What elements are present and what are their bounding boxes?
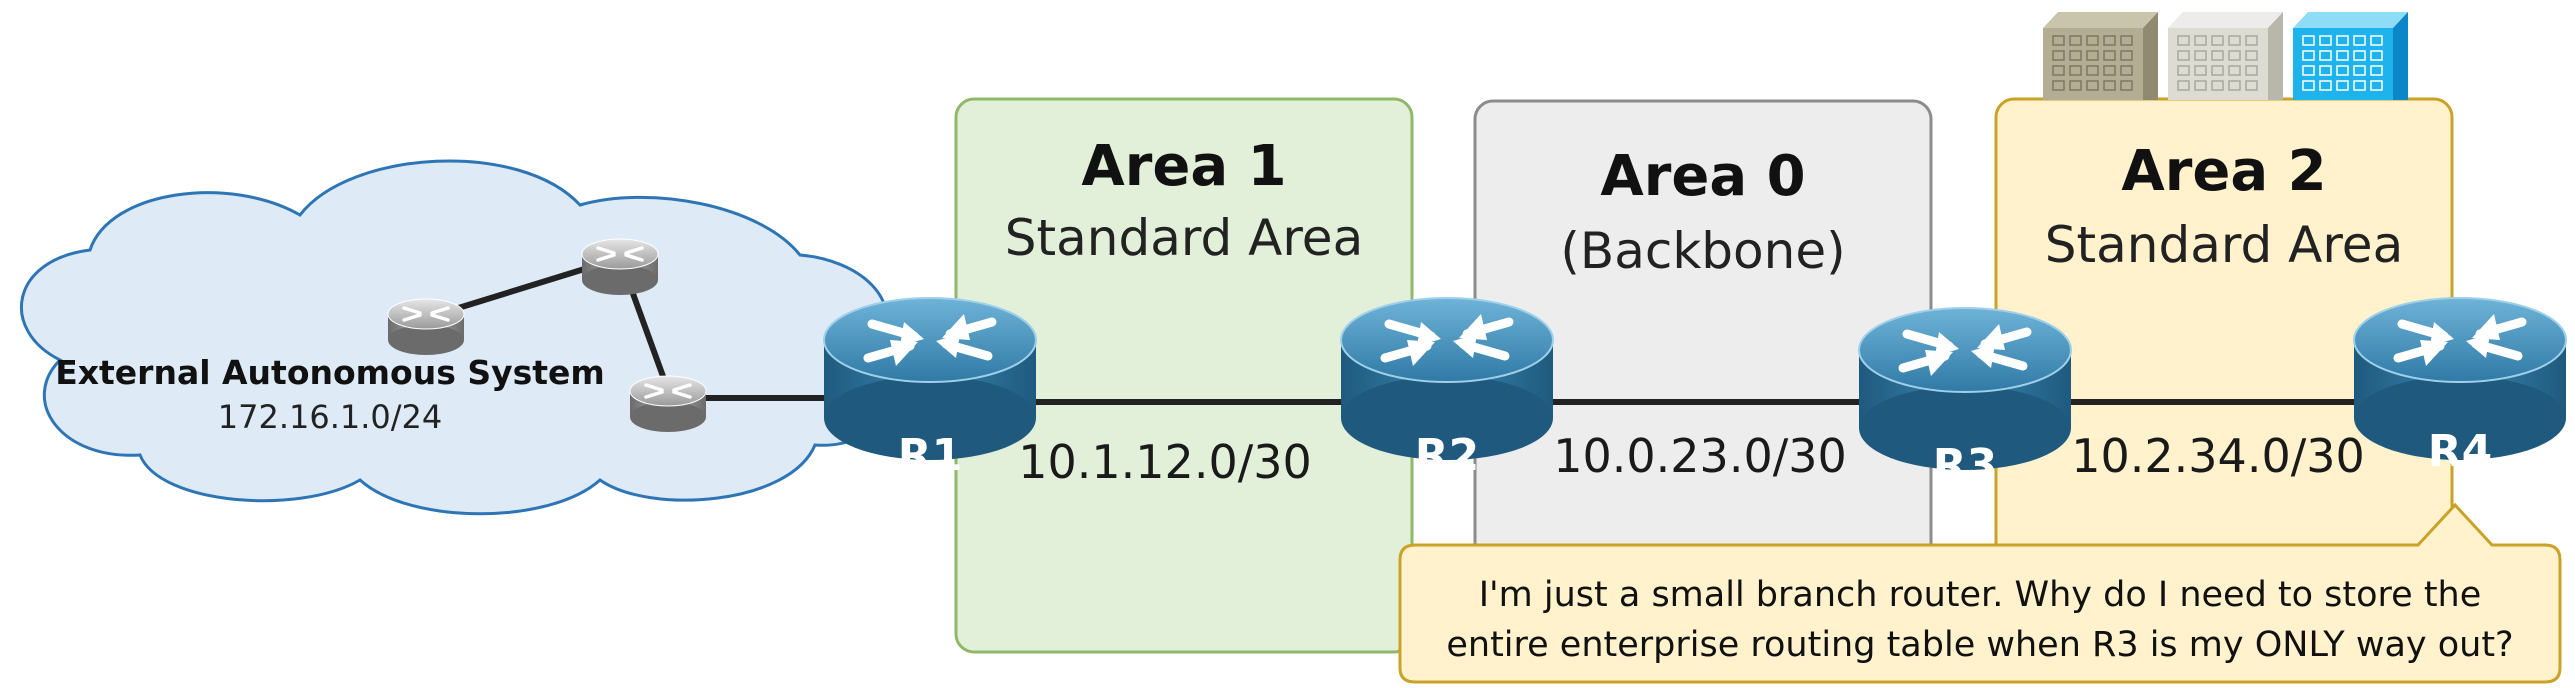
area-1-title: Area 1 [1081, 134, 1286, 199]
router-r2: R2 [1341, 298, 1553, 481]
router-r3: R3 [1859, 308, 2071, 491]
building-window [2211, 65, 2224, 76]
external-as-network: 172.16.1.0/24 [218, 398, 443, 436]
building-window [2245, 35, 2258, 46]
building-window [2211, 80, 2224, 91]
building-window [2302, 65, 2315, 76]
building-window [2370, 50, 2383, 61]
building-window [2370, 80, 2383, 91]
building-window [2228, 35, 2241, 46]
building-window [2103, 35, 2116, 46]
subnet-r2-r3: 10.0.23.0/30 [1553, 429, 1847, 483]
building-window [2211, 35, 2224, 46]
speech-callout: I'm just a small branch router. Why do I… [1398, 502, 2562, 684]
small-router-icon [580, 237, 660, 297]
building-window [2228, 65, 2241, 76]
building-window [2245, 65, 2258, 76]
building-window [2319, 50, 2332, 61]
building-window [2336, 65, 2349, 76]
building-window [2353, 80, 2366, 91]
router-r4: R4 [2354, 298, 2566, 477]
building-window [2353, 35, 2366, 46]
building-window [2228, 80, 2241, 91]
area-0-subtitle: (Backbone) [1560, 222, 1845, 280]
building-window [2103, 50, 2116, 61]
building-window [2086, 80, 2099, 91]
building-window [2177, 35, 2190, 46]
callout-line-2: entire enterprise routing table when R3 … [1446, 625, 2513, 665]
building-window [2370, 65, 2383, 76]
building-window [2086, 35, 2099, 46]
router-r1: R1 [824, 298, 1036, 481]
building-window [2211, 50, 2224, 61]
router-label: R4 [2428, 426, 2493, 477]
building-window [2319, 65, 2332, 76]
building-window [2319, 35, 2332, 46]
building-window [2370, 35, 2383, 46]
building-window [2353, 50, 2366, 61]
building-window [2194, 35, 2207, 46]
building-window [2103, 80, 2116, 91]
building-window [2086, 65, 2099, 76]
building-window [2120, 65, 2133, 76]
building-window [2228, 50, 2241, 61]
area-0-title: Area 0 [1600, 144, 1805, 209]
building-window [2052, 80, 2065, 91]
area-2-title: Area 2 [2121, 139, 2326, 204]
building-window [2245, 50, 2258, 61]
building-window [2336, 80, 2349, 91]
building-window [2194, 80, 2207, 91]
building-window [2086, 50, 2099, 61]
building-window [2103, 65, 2116, 76]
building-window [2052, 65, 2065, 76]
building-window [2069, 35, 2082, 46]
building-window [2069, 50, 2082, 61]
building-window [2319, 80, 2332, 91]
building-window [2353, 65, 2366, 76]
building-window [2336, 50, 2349, 61]
building-window [2194, 50, 2207, 61]
router-label: R3 [1933, 440, 1998, 491]
building-window [2069, 80, 2082, 91]
building-window [2052, 50, 2065, 61]
router-label: R1 [898, 430, 963, 481]
small-router-icon [386, 297, 466, 357]
building-window [2245, 80, 2258, 91]
office-building-icon [2043, 12, 2408, 100]
building-window [2302, 50, 2315, 61]
subnet-r3-r4: 10.2.34.0/30 [2071, 429, 2365, 483]
building-window [2177, 80, 2190, 91]
building-window [2177, 65, 2190, 76]
building-window [2120, 50, 2133, 61]
building-window [2336, 35, 2349, 46]
area-1-subtitle: Standard Area [1005, 209, 1363, 267]
building-window [2302, 80, 2315, 91]
subnet-r1-r2: 10.1.12.0/30 [1018, 435, 1312, 489]
building-window [2302, 35, 2315, 46]
building-window [2194, 65, 2207, 76]
callout-line-1: I'm just a small branch router. Why do I… [1479, 575, 2482, 615]
building-window [2120, 35, 2133, 46]
building-window [2177, 50, 2190, 61]
building-window [2069, 65, 2082, 76]
area-2-subtitle: Standard Area [2045, 216, 2403, 274]
small-router-icon [628, 374, 708, 434]
building-window [2120, 80, 2133, 91]
external-as-name: External Autonomous System [55, 353, 605, 392]
router-label: R2 [1415, 430, 1480, 481]
building-window [2052, 35, 2065, 46]
